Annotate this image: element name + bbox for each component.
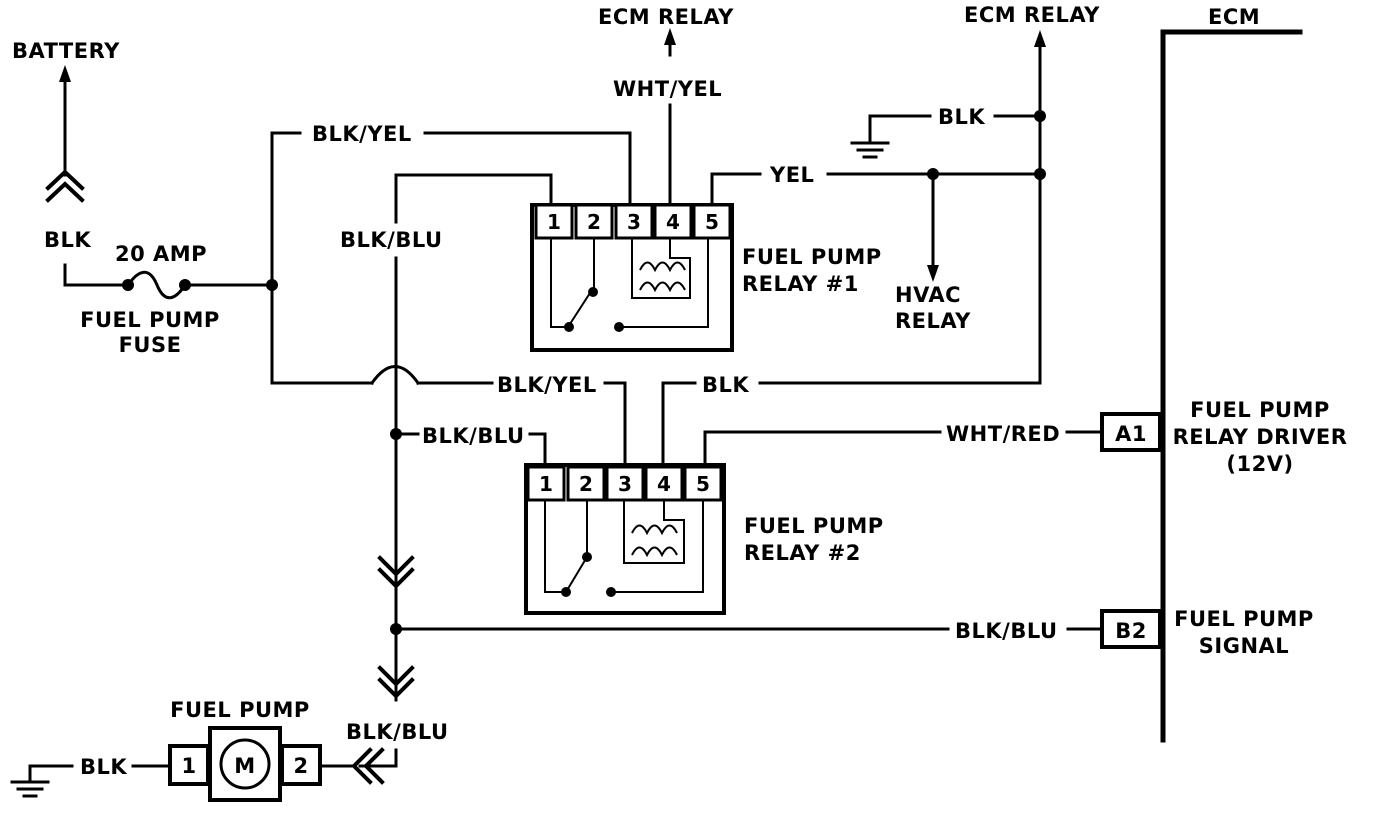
- fuse-element-icon: [125, 270, 188, 300]
- relay2-coil-icon: [623, 500, 685, 564]
- fuel-pump-signal-label: SIGNAL: [1199, 634, 1289, 658]
- ecm-bus: [1160, 29, 1303, 743]
- fuel-pump-relay-1: 1 2 3 4 5: [530, 203, 734, 352]
- wire-label-wht-yel: WHT/YEL: [613, 77, 722, 101]
- wire-battery-down: [63, 263, 130, 287]
- splice-points: [266, 110, 1046, 635]
- relay2-pin-2: [566, 465, 606, 502]
- relay1-pin-label: 1: [547, 210, 561, 234]
- relay1-pin-5: [692, 203, 732, 240]
- wire-blk-yel-bottom: [270, 283, 374, 385]
- wire-blk-ground-b: [868, 114, 932, 145]
- splice-dot: [1034, 168, 1046, 180]
- relay1-pin-label: 5: [705, 210, 719, 234]
- connector-down-icon: [377, 555, 415, 589]
- relay2-name-label: FUEL PUMP: [744, 514, 884, 538]
- wire-blk-mid-b: [661, 381, 697, 467]
- splice-dot: [927, 168, 939, 180]
- ecm-relay-label: ECM RELAY: [964, 3, 1100, 27]
- ecm-pin-a1: A1: [1115, 422, 1147, 446]
- fuel-pump-label: FUEL PUMP: [170, 698, 310, 722]
- splice-dot: [266, 279, 278, 291]
- relay-driver-label: (12V): [1226, 452, 1293, 476]
- pump-motor-label: M: [234, 754, 255, 778]
- pump-pin-1: 1: [181, 754, 196, 778]
- fuse-rating-label: 20 AMP: [115, 242, 207, 266]
- fuel-pump: 1 M 2: [168, 726, 354, 802]
- fuel-pump-signal-label: FUEL PUMP: [1174, 607, 1314, 631]
- splice-dot: [390, 428, 402, 440]
- wire-label-blk: BLK: [80, 755, 127, 779]
- hvac-relay-label: HVAC: [895, 283, 961, 307]
- wire-blk-yel-top-right: [423, 131, 632, 207]
- ground-icon: [10, 780, 50, 798]
- relay1-switch-icon: [550, 238, 595, 328]
- relay1-pin-label: 2: [587, 210, 601, 234]
- wire-blk-blu-r1pin1: [394, 173, 553, 224]
- fuse-name-label: FUEL PUMP: [80, 308, 220, 332]
- wire-blk-blu-pump-b: [358, 748, 398, 768]
- relay1-pin-1: [534, 203, 574, 240]
- relay2-pin-5: [683, 465, 723, 502]
- relay2-pin-label: 1: [539, 472, 553, 496]
- relay2-name-label: RELAY #2: [744, 541, 861, 565]
- fuel-pump-relay-2: 1 2 3 4 5: [524, 463, 726, 615]
- wire-label-blk-blu: BLK/BLU: [346, 720, 449, 744]
- wire-blk-yel-mid-right: [603, 381, 627, 467]
- connector-down-icon: [377, 665, 415, 699]
- hvac-relay-label: RELAY: [895, 309, 971, 333]
- arrow-down-icon: [927, 265, 939, 282]
- pump-pin-2: 2: [293, 754, 308, 778]
- wire-label-blk: BLK: [702, 373, 749, 397]
- relay1-name-label: RELAY #1: [742, 272, 859, 296]
- wire-label-wht-red: WHT/RED: [946, 422, 1060, 446]
- arrows: [10, 28, 1046, 798]
- wire-label-yel: YEL: [769, 163, 814, 187]
- fuel-pump-fuse: [122, 270, 191, 300]
- relay1-name-label: FUEL PUMP: [742, 245, 882, 269]
- wire-blk-blu-r2pin1b: [528, 432, 547, 467]
- wires: [28, 29, 1303, 784]
- wire-label-blk-yel: BLK/YEL: [312, 122, 412, 146]
- wire-yel: [710, 172, 762, 207]
- arrow-up-icon: [664, 28, 676, 45]
- splice-dot: [1034, 110, 1046, 122]
- fuse-name-label: FUSE: [119, 333, 182, 357]
- relay1-pin-2: [574, 203, 614, 240]
- relay1-coil-icon: [631, 238, 691, 299]
- relay2-pin-label: 3: [618, 472, 632, 496]
- ecm-relay-label: ECM RELAY: [598, 5, 734, 29]
- relay-driver-label: FUEL PUMP: [1190, 398, 1330, 422]
- ecm-pin-b2: B2: [1115, 619, 1147, 643]
- relay1-pin-3: [614, 203, 654, 240]
- wire-label-blk-blu: BLK/BLU: [340, 228, 443, 252]
- ecm-a1-connector: A1: [1100, 412, 1162, 452]
- ecm-label: ECM: [1208, 5, 1260, 29]
- splice-dot: [390, 623, 402, 635]
- wire-label-blk-blu: BLK/BLU: [422, 424, 525, 448]
- wire-label-blk: BLK: [44, 228, 91, 252]
- wire-label-blk: BLK: [938, 105, 985, 129]
- connector-up-icon: [45, 169, 85, 203]
- labels: BATTERY ECM RELAY ECM RELAY ECM WHT/YEL …: [12, 3, 1347, 779]
- relay1-pin-label: 4: [666, 210, 680, 234]
- wire-label-blk-blu: BLK/BLU: [955, 619, 1058, 643]
- ecm-b2-connector: B2: [1100, 609, 1162, 649]
- relay-driver-label: RELAY DRIVER: [1173, 425, 1348, 449]
- arrow-up-icon: [59, 65, 71, 82]
- connector-left-icon: [351, 747, 385, 785]
- relay1-pin-4: [653, 203, 693, 240]
- wire-label-blk-yel: BLK/YEL: [497, 373, 597, 397]
- relay2-pin-label: 4: [657, 472, 671, 496]
- wire-wht-red: [703, 430, 942, 467]
- battery-label: BATTERY: [12, 39, 120, 63]
- relay2-pin-label: 5: [696, 472, 710, 496]
- arrow-up-icon: [1034, 30, 1046, 47]
- relay2-pin-label: 2: [579, 472, 593, 496]
- ground-icon: [850, 141, 890, 159]
- wire-blk-yel-top: [270, 131, 302, 287]
- relay1-pin-label: 3: [627, 210, 641, 234]
